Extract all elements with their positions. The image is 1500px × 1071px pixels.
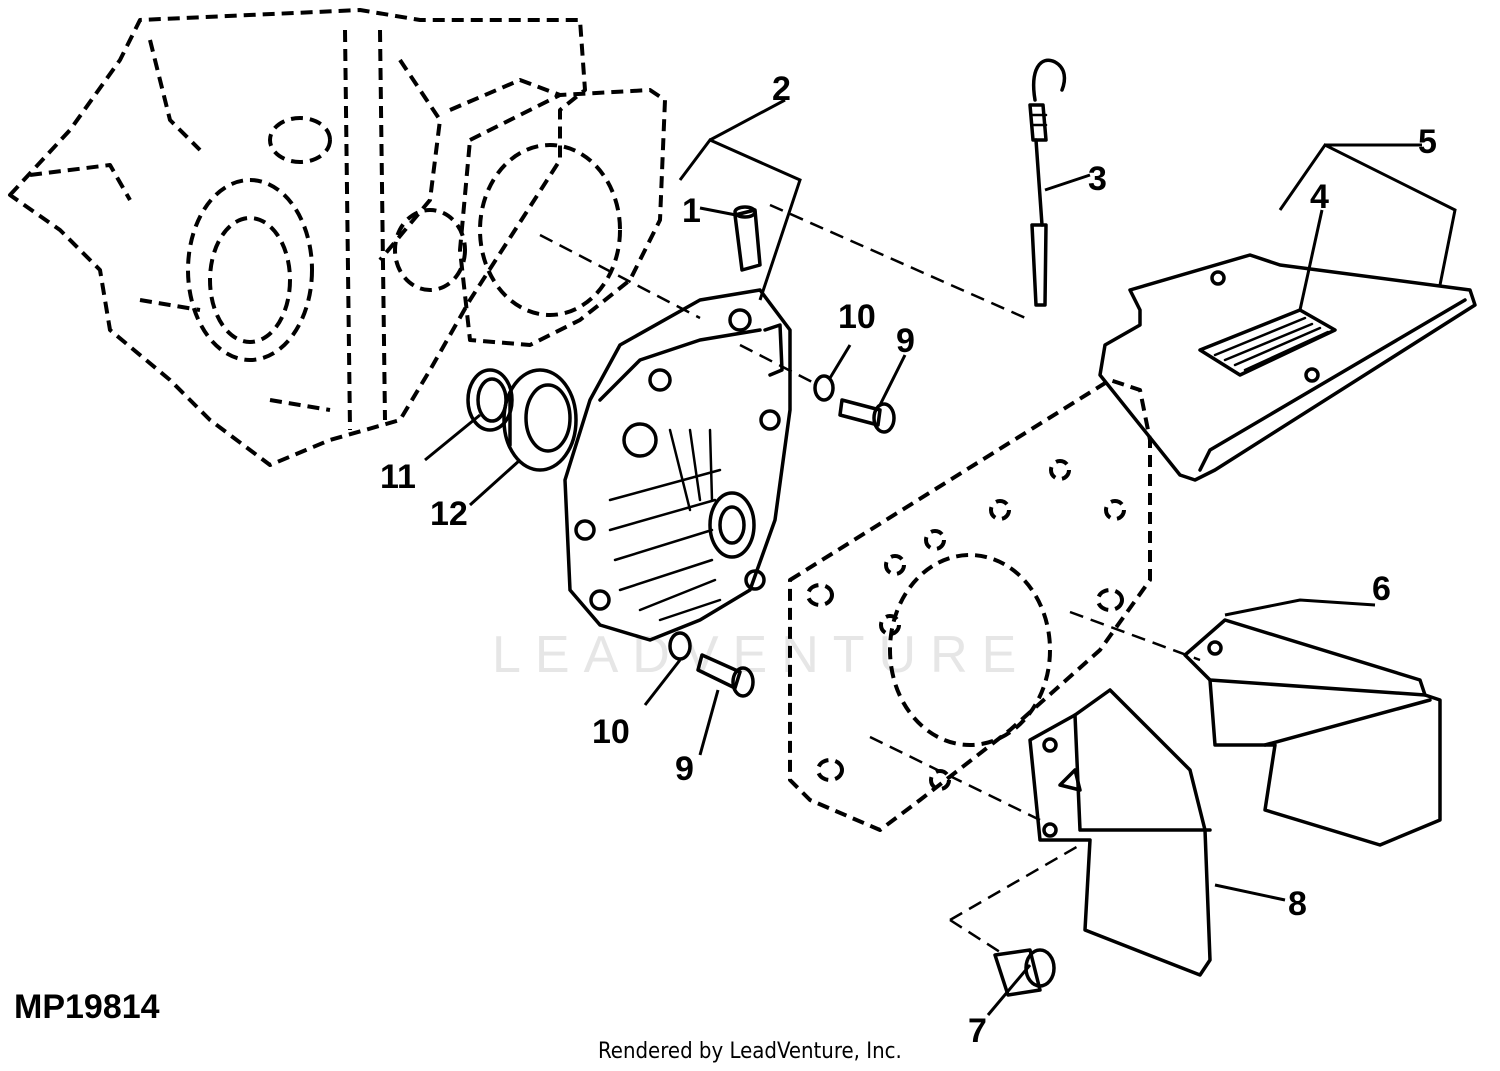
washer-upper [813, 374, 835, 402]
crankcase-cover [563, 288, 792, 642]
callout-8: 8 [1288, 885, 1307, 923]
callout-12: 12 [430, 495, 468, 533]
figure-id: MP19814 [14, 988, 160, 1026]
deflector-left [1028, 688, 1212, 977]
oil-seal [502, 368, 578, 472]
cap-screw-upper [838, 398, 896, 434]
shield-plate [1098, 253, 1477, 482]
watermark: LEADVENTURE [492, 626, 1030, 684]
callout-10-upper: 10 [838, 298, 876, 336]
callout-3: 3 [1088, 160, 1107, 198]
callout-6: 6 [1372, 570, 1391, 608]
dowel-pin [733, 205, 762, 272]
deflector-right [1183, 618, 1442, 847]
engine-block-phantom [8, 8, 587, 467]
assembly-lines [539, 203, 1201, 954]
label-decal [1198, 308, 1337, 377]
callout-7: 7 [968, 1012, 987, 1050]
callout-leaders [424, 98, 1457, 1016]
dipstick [1028, 58, 1067, 307]
mounting-plate-phantom [788, 378, 1152, 832]
callout-10-lower: 10 [592, 713, 630, 751]
gasket-phantom [458, 88, 667, 347]
callout-4: 4 [1310, 178, 1329, 216]
callout-9-upper: 9 [896, 322, 915, 360]
washer-lower [668, 631, 692, 661]
callout-9-lower: 9 [675, 750, 694, 788]
cap-screw-lower [696, 653, 755, 698]
callout-11: 11 [380, 458, 416, 496]
callout-2: 2 [772, 70, 791, 108]
callout-5: 5 [1418, 123, 1437, 161]
render-credit: Rendered by LeadVenture, Inc. [598, 1039, 902, 1064]
callout-1: 1 [682, 192, 701, 230]
